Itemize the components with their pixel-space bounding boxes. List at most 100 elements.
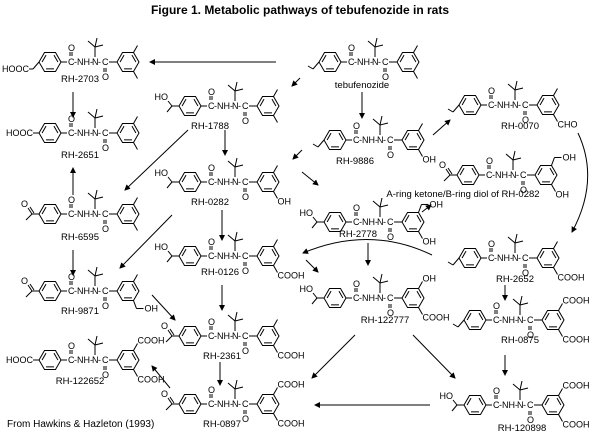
compound-label: RH-2651 bbox=[61, 150, 99, 161]
bottom-substituent: CHO bbox=[558, 120, 578, 130]
aromatic-bond bbox=[53, 54, 59, 63]
aromatic-bond bbox=[544, 312, 550, 321]
bond-dash: - bbox=[238, 331, 241, 341]
bond bbox=[312, 143, 319, 148]
bottom-substituent: OH bbox=[145, 304, 159, 314]
bottom-substituent: OH bbox=[556, 190, 570, 200]
bond bbox=[418, 204, 422, 213]
aromatic-bond bbox=[41, 54, 47, 63]
bond bbox=[312, 61, 320, 70]
compound-label: A-ring ketone/B-ring diol of RH-0282 bbox=[386, 189, 539, 200]
aromatic-bond bbox=[181, 248, 187, 257]
methyl-bond bbox=[133, 116, 138, 124]
carbonyl-oxygen: O bbox=[348, 43, 355, 53]
ketone-oxygen: O bbox=[21, 276, 28, 286]
bond bbox=[507, 236, 516, 244]
pathway-arrow bbox=[412, 334, 456, 379]
amide-nitrogen: N bbox=[377, 135, 384, 145]
aromatic-bond bbox=[193, 98, 199, 107]
amide-nitrogen: N bbox=[517, 400, 524, 410]
aromatic-bond bbox=[549, 167, 555, 176]
aromatic-bond bbox=[326, 290, 332, 299]
methyl-bond bbox=[133, 142, 138, 150]
aromatic-bond bbox=[119, 206, 125, 215]
bond bbox=[133, 300, 137, 309]
bond bbox=[234, 238, 244, 242]
carbonyl-oxygen: O bbox=[488, 239, 495, 249]
compound-label: RH-0897 bbox=[203, 419, 241, 430]
carbonyl-carbon: C bbox=[68, 286, 75, 296]
bottom-substituent: OH bbox=[423, 155, 437, 165]
bond bbox=[374, 44, 384, 48]
carbonyl-oxygen: O bbox=[242, 414, 249, 424]
compound-label: RH-0070 bbox=[501, 121, 539, 132]
bond bbox=[379, 280, 389, 284]
bond bbox=[558, 414, 563, 422]
bond bbox=[452, 104, 460, 113]
aromatic-bond bbox=[119, 352, 125, 361]
carbonyl-oxygen: O bbox=[493, 386, 500, 396]
carbonyl-carbon: C bbox=[102, 128, 109, 138]
bond bbox=[447, 108, 454, 113]
carbonyl-carbon: C bbox=[488, 100, 495, 110]
compound-label: RH-1788 bbox=[191, 121, 229, 132]
carbonyl-carbon: C bbox=[102, 355, 109, 365]
aromatic-bond bbox=[119, 283, 125, 292]
bond bbox=[133, 369, 138, 377]
aromatic-bond bbox=[551, 250, 557, 259]
methyl-bond bbox=[553, 88, 558, 96]
bond bbox=[234, 88, 244, 92]
bond-dash: - bbox=[383, 293, 386, 303]
compound-label: RH-2778 bbox=[339, 229, 377, 240]
top-substituent: OH bbox=[563, 152, 577, 162]
pathway-arrow bbox=[301, 171, 319, 186]
carbonyl-carbon: C bbox=[527, 400, 534, 410]
bond bbox=[167, 100, 173, 107]
carbonyl-carbon: C bbox=[208, 251, 215, 261]
aromatic-bond bbox=[53, 352, 59, 361]
carbonyl-carbon: C bbox=[68, 57, 75, 67]
aromatic-bond bbox=[259, 98, 265, 107]
bond bbox=[234, 81, 238, 92]
methyl-bond bbox=[413, 45, 418, 53]
carbonyl-carbon: C bbox=[348, 57, 355, 67]
carbonyl-carbon: C bbox=[522, 100, 529, 110]
bond bbox=[234, 231, 238, 242]
bottom-substituent: OH bbox=[278, 197, 292, 207]
amide-nh: -NH- bbox=[494, 100, 513, 110]
bond bbox=[273, 413, 278, 421]
bond-dash: - bbox=[516, 170, 519, 180]
compound-label: RH-6595 bbox=[61, 232, 99, 243]
methyl-bond bbox=[553, 241, 558, 249]
aromatic-bond bbox=[326, 214, 332, 223]
bottom-substituent: COOH bbox=[138, 375, 165, 385]
carboxyl-group: HOOC bbox=[6, 355, 34, 365]
bond-dash: - bbox=[238, 177, 241, 187]
compound-label: RH-9871 bbox=[61, 306, 99, 317]
bond bbox=[418, 231, 423, 239]
aromatic-bond bbox=[193, 328, 199, 337]
amide-nh: -NH- bbox=[214, 331, 233, 341]
amide-nitrogen: N bbox=[377, 293, 384, 303]
aromatic-bond bbox=[466, 312, 472, 321]
carbonyl-oxygen: O bbox=[387, 150, 394, 160]
aromatic-bond bbox=[551, 97, 557, 106]
bond bbox=[379, 273, 383, 284]
bond bbox=[133, 343, 138, 351]
aromatic-bond bbox=[131, 125, 137, 134]
carbonyl-oxygen: O bbox=[242, 346, 249, 356]
compound-label: RH-2652 bbox=[496, 274, 534, 285]
amide-nitrogen: N bbox=[510, 170, 517, 180]
amide-nh: -NH- bbox=[492, 170, 511, 180]
bond bbox=[514, 87, 524, 91]
aromatic-bond bbox=[41, 206, 47, 215]
amide-nh: -NH- bbox=[214, 251, 233, 261]
bond bbox=[514, 80, 518, 91]
ketone-oxygen: O bbox=[161, 389, 168, 399]
bond bbox=[234, 386, 244, 390]
bond-dash: - bbox=[518, 100, 521, 110]
pathway-arrow bbox=[432, 119, 451, 136]
bond bbox=[372, 118, 381, 126]
carbonyl-oxygen: O bbox=[493, 301, 500, 311]
